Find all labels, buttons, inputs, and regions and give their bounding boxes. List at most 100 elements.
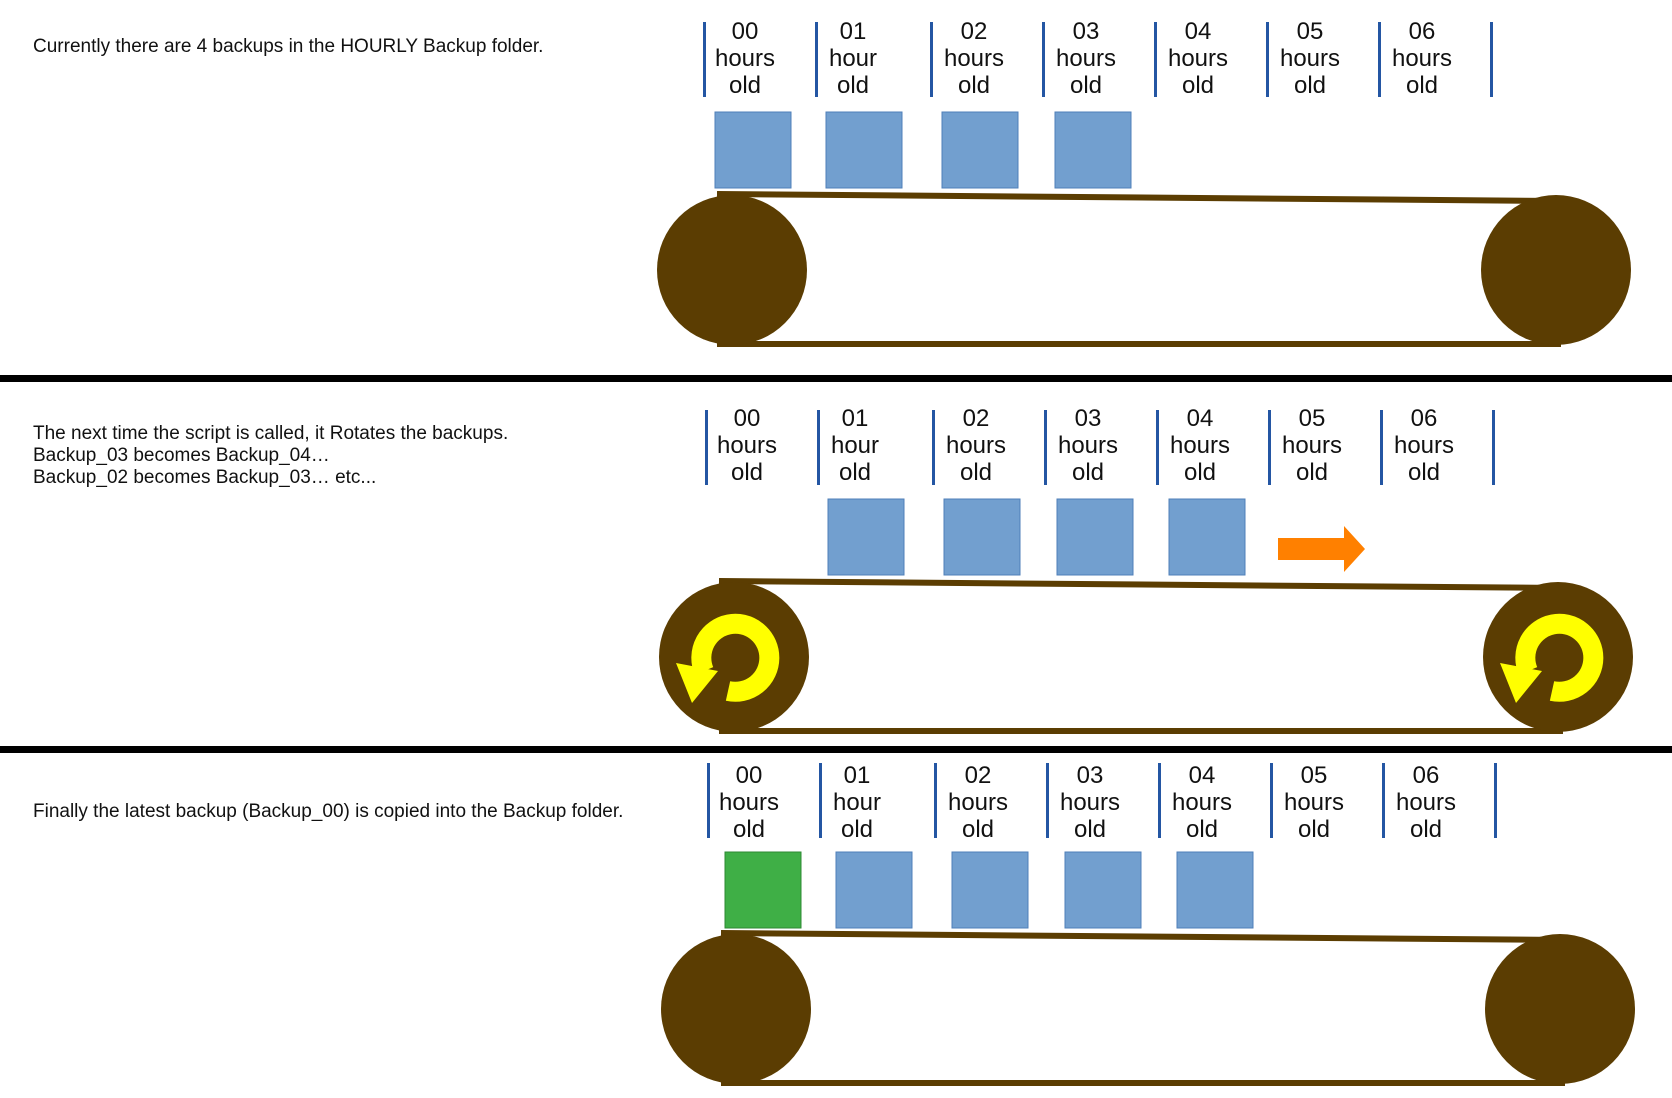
panel-copy-step: Finally the latest backup (Backup_00) is…	[0, 753, 1672, 1098]
slot-divider	[1382, 763, 1385, 838]
caption-line: The next time the script is called, it R…	[33, 423, 509, 444]
belt-top	[720, 930, 1566, 943]
slot-divider	[1490, 22, 1493, 97]
slot-label-line: hour	[828, 45, 878, 72]
slot-label-line: 00	[731, 18, 759, 45]
slot-label-line: hour	[830, 432, 880, 459]
slot-label-line: hours	[1171, 789, 1233, 816]
backup-box	[827, 498, 905, 576]
caption-line: Finally the latest backup (Backup_00) is…	[33, 801, 624, 822]
slot-divider	[1158, 763, 1161, 838]
slot-label-line: 02	[964, 762, 992, 789]
caption-line: Backup_03 becomes Backup_04…	[33, 445, 330, 466]
panel-caption: The next time the script is called, it R…	[33, 423, 508, 489]
slot-divider	[1270, 763, 1273, 838]
backup-box	[941, 111, 1019, 189]
slot-label-line: old	[836, 72, 870, 99]
slot-label-line: old	[1409, 816, 1443, 843]
panel-rotate-step: The next time the script is called, it R…	[0, 385, 1672, 745]
slot-label-line: hours	[716, 432, 778, 459]
right-wheel	[1485, 934, 1635, 1084]
slot-divider	[1044, 410, 1047, 485]
slot-label-line: 05	[1298, 405, 1326, 432]
slot-label-line: 04	[1188, 762, 1216, 789]
belt-top	[716, 191, 1562, 204]
slot-label-line: old	[838, 459, 872, 486]
slot-label-line: hours	[1059, 789, 1121, 816]
backup-box	[825, 111, 903, 189]
slot-divider	[1266, 22, 1269, 97]
move-right-arrow-icon	[1278, 526, 1365, 572]
slot-divider	[705, 410, 708, 485]
slot-label-line: hours	[1283, 789, 1345, 816]
slot-label-line: hours	[1281, 432, 1343, 459]
slot-label-line: hour	[832, 789, 882, 816]
slot-label-line: 05	[1296, 18, 1324, 45]
slot-label-line: hours	[1055, 45, 1117, 72]
slot-divider	[1046, 763, 1049, 838]
backup-box	[1064, 851, 1142, 929]
section-divider	[0, 375, 1672, 382]
panel-current-state: Currently there are 4 backups in the HOU…	[0, 0, 1672, 378]
slot-divider	[930, 22, 933, 97]
slot-label-line: hours	[1279, 45, 1341, 72]
conveyor-belt	[659, 498, 1633, 734]
backup-box	[1176, 851, 1254, 929]
slot-divider	[1494, 763, 1497, 838]
slot-label-line: old	[959, 459, 993, 486]
panel-caption: Currently there are 4 backups in the HOU…	[33, 36, 543, 58]
slot-label-line: 04	[1184, 18, 1212, 45]
slot-divider	[707, 763, 710, 838]
rotate-icon	[676, 613, 780, 703]
slot-label-line: 02	[962, 405, 990, 432]
slot-divider	[1378, 22, 1381, 97]
slot-divider	[1154, 22, 1157, 97]
slot-label-line: old	[1069, 72, 1103, 99]
backup-box	[943, 498, 1021, 576]
slot-divider	[815, 22, 818, 97]
section-divider	[0, 746, 1672, 753]
slot-label-line: hours	[947, 789, 1009, 816]
slot-label-line: hours	[1395, 789, 1457, 816]
right-wheel	[1483, 582, 1633, 732]
slot-label-line: hours	[1391, 45, 1453, 72]
backup-box	[1168, 498, 1246, 576]
slot-label-line: hours	[943, 45, 1005, 72]
slot-label-line: 06	[1412, 762, 1440, 789]
slot-label-line: 01	[839, 18, 867, 45]
slot-divider	[817, 410, 820, 485]
caption-line: Backup_02 becomes Backup_03… etc...	[33, 467, 377, 488]
conveyor-belt	[661, 851, 1635, 1086]
slot-label-line: 05	[1300, 762, 1328, 789]
slot-label-line: hours	[718, 789, 780, 816]
slot-label-line: 00	[735, 762, 763, 789]
slot-label-line: 00	[733, 405, 761, 432]
slot-label-line: hours	[1167, 45, 1229, 72]
slot-label-line: old	[1295, 459, 1329, 486]
slot-label-line: hours	[1057, 432, 1119, 459]
rotate-icon	[1500, 613, 1604, 703]
slot-label-line: 01	[843, 762, 871, 789]
slot-label-line: 03	[1074, 405, 1102, 432]
slot-label-line: 04	[1186, 405, 1214, 432]
left-wheel	[657, 195, 807, 345]
slot-divider	[1268, 410, 1271, 485]
slot-label-line: hours	[1393, 432, 1455, 459]
